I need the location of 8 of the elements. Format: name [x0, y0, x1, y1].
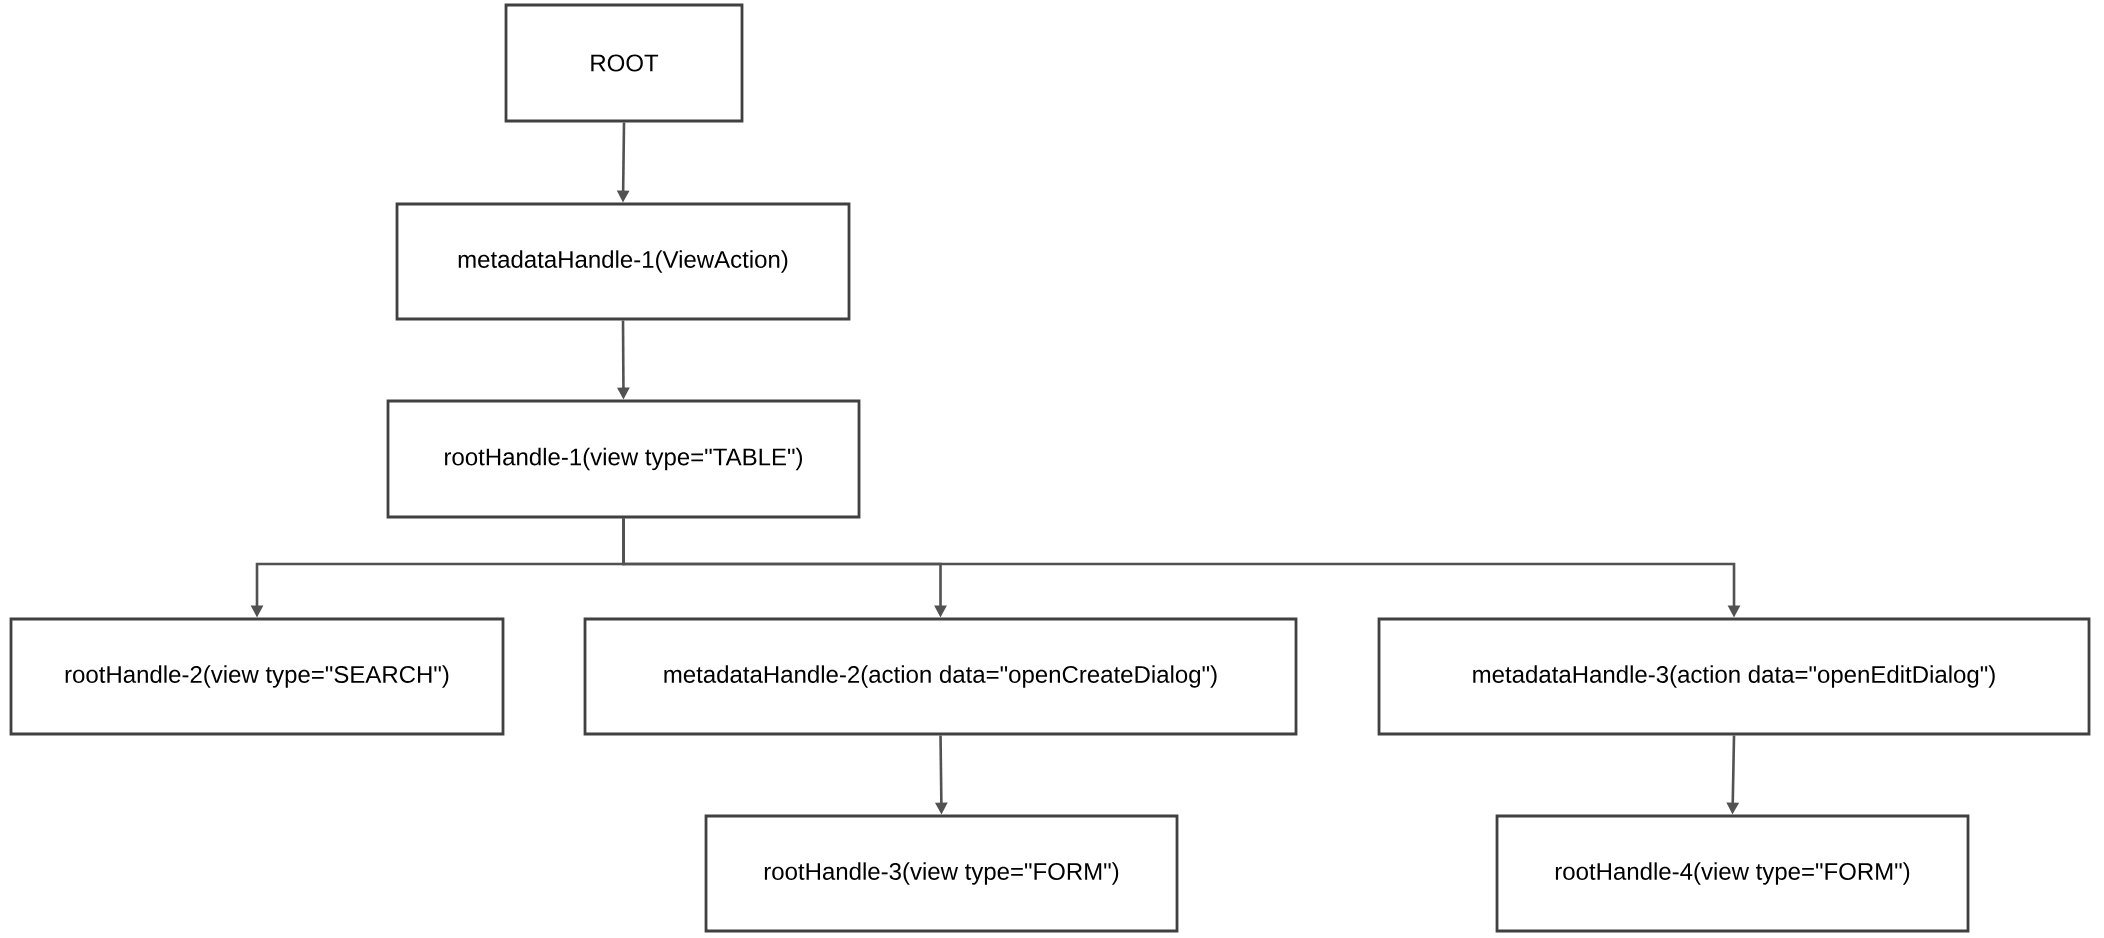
process-box: metadataHandle-1(ViewAction) — [395, 202, 851, 321]
process-box: ROOT — [504, 3, 744, 123]
process-box: rootHandle-1(view type="TABLE") — [386, 399, 861, 519]
process-box: metadataHandle-2(action data="openCreateDialog") — [583, 617, 1298, 736]
process-box: rootHandle-2(view type="SEARCH") — [9, 617, 505, 736]
process-box: rootHandle-3(view type="FORM") — [704, 814, 1179, 933]
process-box: metadataHandle-3(action data="openEditDialog") — [1377, 617, 2091, 736]
process-box: rootHandle-4(view type="FORM") — [1495, 814, 1970, 933]
